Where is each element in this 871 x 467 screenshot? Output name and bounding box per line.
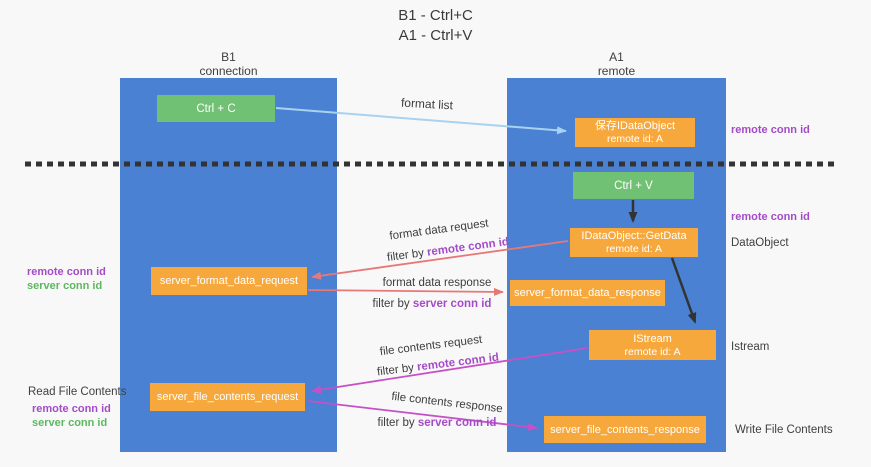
label-read-file-contents: Read File Contents <box>28 386 127 398</box>
getdata-to-istream-arrow <box>670 257 697 324</box>
filter-by-text: filter by <box>377 417 415 429</box>
annotation-format-list: format list <box>400 95 454 113</box>
server-format-data-request-label: server_format_data_request <box>159 275 299 287</box>
lane-b1-subtitle: connection <box>199 64 258 78</box>
title-line-1: B1 - Ctrl+C <box>398 7 473 24</box>
file-contents-response-arrow <box>307 400 538 431</box>
server-conn-id-text: server conn id <box>412 298 492 310</box>
label-server-conn-id-left-1: server conn id <box>27 280 103 292</box>
format-data-request-arrow <box>311 240 569 280</box>
node-server-format-data-request: server_format_data_request <box>151 267 307 295</box>
filter-by-text: filter by <box>372 298 410 310</box>
getdata-line2: remote id: A <box>605 243 663 255</box>
lane-header-a1: A1 remote <box>507 50 726 78</box>
istream-line2: remote id: A <box>624 345 681 358</box>
lane-a1-subtitle: remote <box>597 64 636 78</box>
node-save-idataobject: 保存IDataObject remote id: A <box>575 118 695 147</box>
file-contents-request-arrow <box>311 347 589 394</box>
label-write-file-contents: Write File Contents <box>735 424 833 436</box>
lane-a1-title: A1 <box>609 50 624 64</box>
save-idataobject-line1: 保存IDataObject <box>594 120 676 132</box>
label-dataobject: DataObject <box>731 237 789 249</box>
node-ctrl-v: Ctrl + V <box>573 172 694 199</box>
server-file-contents-request-label: server_file_contents_request <box>156 391 299 403</box>
node-server-file-contents-request: server_file_contents_request <box>150 383 305 411</box>
node-server-format-data-response: server_format_data_response <box>510 280 665 306</box>
label-remote-conn-id-left-1: remote conn id <box>27 266 106 278</box>
ctrl-c-label: Ctrl + C <box>196 102 236 115</box>
istream-line1: IStream <box>633 332 672 345</box>
label-server-conn-id-left-2: server conn id <box>32 417 108 429</box>
label-remote-conn-id-right-top: remote conn id <box>731 124 810 136</box>
server-file-contents-response-label: server_file_contents_response <box>550 423 700 436</box>
ctrl-v-label: Ctrl + V <box>614 179 653 192</box>
server-format-data-response-label: server_format_data_response <box>514 287 661 299</box>
annotation-format-data-response: format data response <box>382 277 492 289</box>
node-ctrl-c: Ctrl + C <box>157 95 275 122</box>
annotation-filter-server-1: filter by server conn id <box>373 298 492 310</box>
server-conn-id-text: server conn id <box>417 417 497 429</box>
lane-header-b1: B1 connection <box>120 50 337 78</box>
diagram-title: B1 - Ctrl+C A1 - Ctrl+V <box>0 6 871 46</box>
label-remote-conn-id-left-2: remote conn id <box>32 403 111 415</box>
save-idataobject-line2: remote id: A <box>606 133 664 145</box>
node-istream: IStream remote id: A <box>589 330 716 360</box>
format-data-response-arrow <box>307 287 504 296</box>
node-idataobject-getdata: IDataObject::GetData remote id: A <box>570 228 698 257</box>
label-istream: Istream <box>731 341 770 353</box>
format-list-arrow <box>275 107 567 135</box>
lane-b1-title: B1 <box>221 50 236 64</box>
annotation-filter-server-2: filter by server conn id <box>378 417 497 429</box>
label-remote-conn-id-right-mid: remote conn id <box>731 211 810 223</box>
title-line-2: A1 - Ctrl+V <box>398 27 473 44</box>
getdata-line1: IDataObject::GetData <box>581 230 687 242</box>
node-server-file-contents-response: server_file_contents_response <box>544 416 706 443</box>
